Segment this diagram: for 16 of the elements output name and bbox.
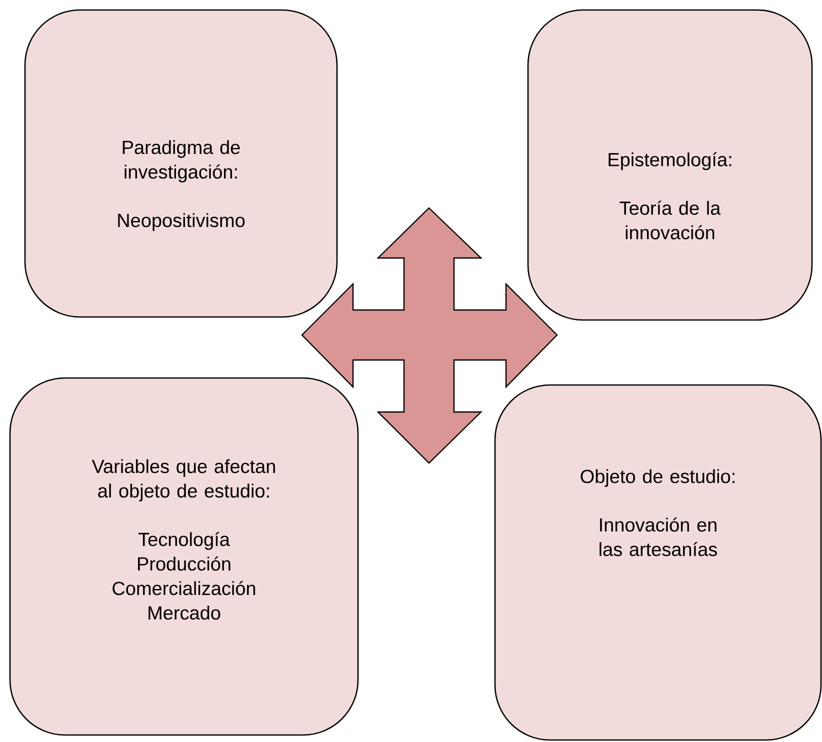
- box-text: Objeto de estudio:: [580, 469, 734, 487]
- rounded-box: [24, 9, 338, 318]
- box-text: Producción: [138, 556, 230, 571]
- four-way-arrow: [301, 207, 558, 464]
- box-text: Mercado: [148, 606, 220, 620]
- box-text: Variables que afectan al objeto de estudio:: [92, 459, 275, 502]
- box-text: Tecnología: [138, 532, 230, 550]
- box-text: Teoría de la innovación: [620, 200, 721, 240]
- rounded-box: [527, 9, 813, 321]
- rounded-box: [9, 377, 359, 736]
- box-text: Neopositivismo: [118, 213, 245, 231]
- box-text: Innovación en las artesanías: [600, 517, 717, 556]
- box-text: Comercialización: [112, 580, 256, 596]
- box-text: Paradigma de investigación:: [122, 140, 240, 182]
- rounded-box: [494, 384, 822, 741]
- box-text: Epistemología:: [608, 152, 732, 170]
